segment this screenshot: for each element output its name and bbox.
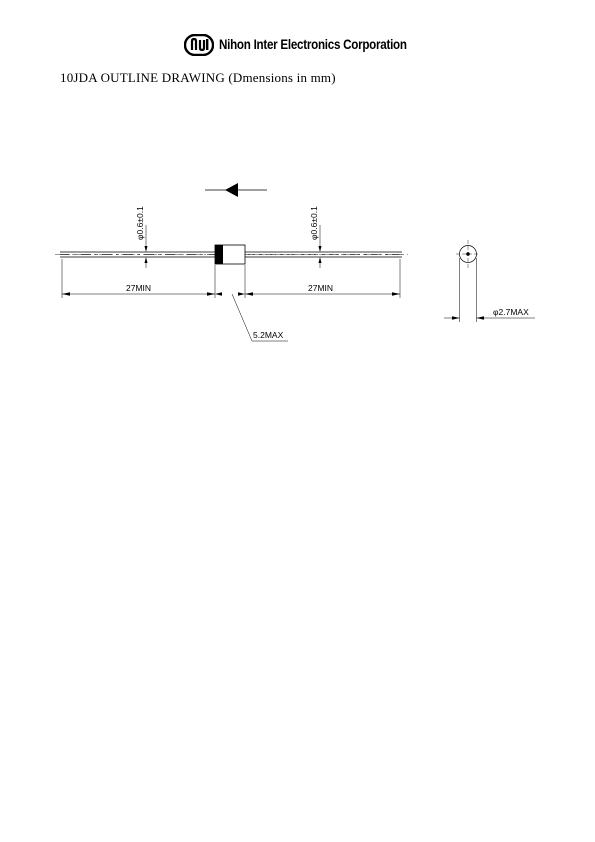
lead-diameter-left-label: φ0.6±0.1 [135,206,145,240]
outline-drawing: φ0.6±0.1 φ0.6±0.1 27MIN 27MIN 5.2MAX [55,183,535,342]
lead-diameter-left-dimension: φ0.6±0.1 [135,206,148,268]
lead-length-left-dimension: 27MIN [62,283,215,296]
body-diameter-dimension: φ2.7MAX [444,307,535,320]
lead-diameter-right-label: φ0.6±0.1 [309,206,319,240]
company-name: Nihon Inter Electronics Corporation [219,37,407,52]
diode-polarity-arrow-icon [205,183,267,197]
nihon-inter-logo-icon [184,34,214,56]
cathode-band [215,245,223,264]
lead-length-left-label: 27MIN [126,283,151,293]
lead-diameter-right-dimension: φ0.6±0.1 [309,206,322,268]
body-length-dimension: 5.2MAX [231,293,288,342]
page-header: Nihon Inter Electronics Corporation [0,30,595,60]
end-view [456,240,480,322]
document-title: 10JDA OUTLINE DRAWING (Dmensions in mm) [60,70,336,85]
lead-length-right-label: 27MIN [308,283,333,293]
diode-body [214,244,246,265]
body-length-label: 5.2MAX [253,330,284,340]
lead-length-right-dimension: 27MIN [245,283,400,296]
body-diameter-label: φ2.7MAX [493,307,529,317]
